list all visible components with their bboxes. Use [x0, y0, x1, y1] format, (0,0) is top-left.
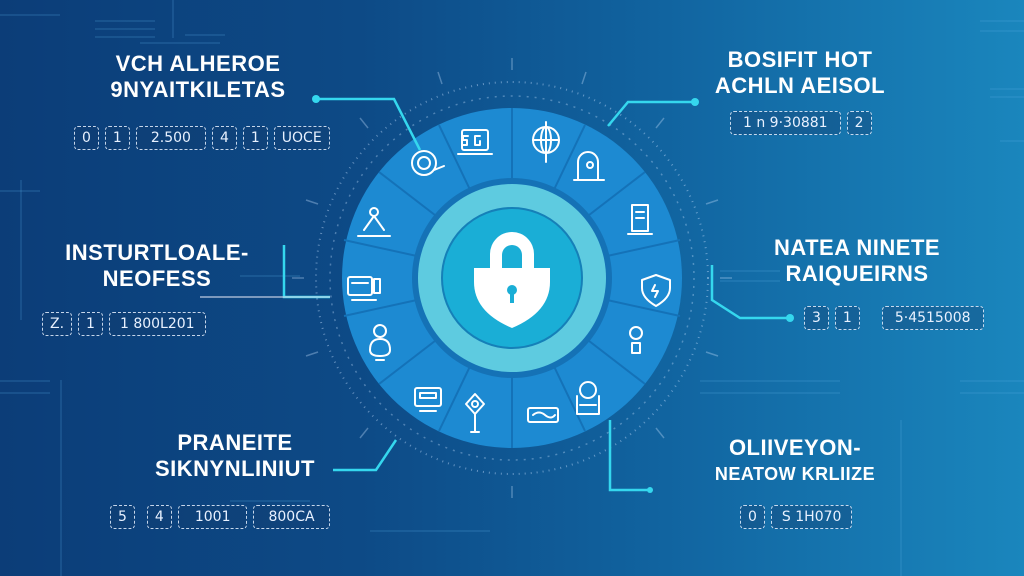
panel-top-right-chips: 1 n 9·30881 2 — [730, 111, 872, 135]
panel-mid-right-title-line1: NATEA NINETE — [773, 235, 941, 260]
panel-bottom-right-title-line1: OLIIVEYON- — [728, 435, 862, 460]
panel-top-left-title-line2: 9NYAITKILETAS — [110, 77, 286, 102]
chip: 1001 — [177, 505, 248, 529]
chip: 1 — [242, 126, 268, 150]
chip: 800CA — [253, 505, 330, 529]
panel-top-left-chips: 0 1 2.500 4 1 UOCE — [74, 126, 330, 150]
monitor-icon — [414, 387, 442, 412]
desktop-computer-icon — [347, 276, 381, 301]
shield-badge-icon — [641, 274, 671, 307]
panel-mid-left-title: INSTURTLOALE- NEOFESS — [32, 240, 282, 292]
chip: 4 — [146, 505, 172, 529]
panel-mid-right-title-line2: RAIQUEIRNS — [785, 261, 929, 286]
panel-top-left-title: VCH ALHEROE 9NYAITKILETAS — [78, 51, 318, 103]
chip: UOCE — [273, 126, 330, 150]
globe-network-icon — [532, 121, 560, 163]
panel-bottom-left-title: PRANEITE SIKNYNLINIUT — [140, 430, 330, 482]
panel-bottom-left-title-line1: PRANEITE — [177, 430, 293, 455]
credit-card-icon — [527, 407, 559, 423]
panel-mid-left-chips: Z. 1 1 800L201 — [42, 312, 206, 336]
user-profile-icon — [369, 324, 391, 361]
shield-target-icon — [411, 150, 445, 176]
panel-bottom-right-title-line2: NEATOW KRLIIZE — [714, 464, 876, 484]
panel-mid-left-title-line1: INSTURTLOALE- — [65, 240, 249, 265]
chip: 0 — [740, 505, 765, 529]
chip: 5 — [110, 505, 135, 529]
panel-top-left-title-line1: VCH ALHEROE — [115, 51, 281, 76]
panel-bottom-left-chips: 5 4 1001 800CA — [110, 505, 330, 529]
chip: 1 800L201 — [108, 312, 206, 336]
chip: 5·4515008 — [881, 306, 984, 330]
panel-mid-right-title: NATEA NINETE RAIQUEIRNS — [752, 235, 962, 287]
chip: S 1H070 — [770, 505, 853, 529]
chip: 1 n 9·30881 — [730, 111, 841, 135]
chip: Z. — [42, 312, 73, 336]
database-scroll-icon — [576, 381, 600, 415]
chip: 1 — [104, 126, 130, 150]
panel-mid-left-title-line2: NEOFESS — [102, 266, 212, 291]
server-rack-icon — [627, 204, 653, 235]
panel-top-right-title-line1: BOSIFIT HOT — [727, 47, 873, 72]
chip: 3 — [804, 306, 829, 330]
panel-bottom-right-chips: 0 S 1H070 — [740, 505, 853, 529]
panel-bottom-left-title-line2: SIKNYNLINIUT — [155, 456, 315, 481]
chip: 2 — [846, 111, 872, 135]
key-person-icon — [629, 326, 643, 354]
chip: 0 — [74, 126, 99, 150]
chip: 2.500 — [135, 126, 206, 150]
panel-top-right-title-line2: ACHLN AEISOL — [714, 73, 886, 98]
padlock-icon — [474, 232, 550, 328]
user-laptop-icon — [357, 207, 391, 237]
chip: 1 — [834, 306, 860, 330]
5g-device-icon — [457, 129, 493, 155]
panel-top-right-title: BOSIFIT HOT ACHLN AEISOL — [700, 47, 900, 99]
chip: 1 — [78, 312, 103, 336]
eye-antenna-icon — [465, 393, 485, 433]
panel-bottom-right-title: OLIIVEYON- NEATOW KRLIIZE — [690, 435, 900, 487]
cloud-server-icon — [573, 151, 605, 181]
panel-mid-right-chips: 3 1 5·4515008 — [804, 306, 984, 330]
chip: 4 — [211, 126, 237, 150]
